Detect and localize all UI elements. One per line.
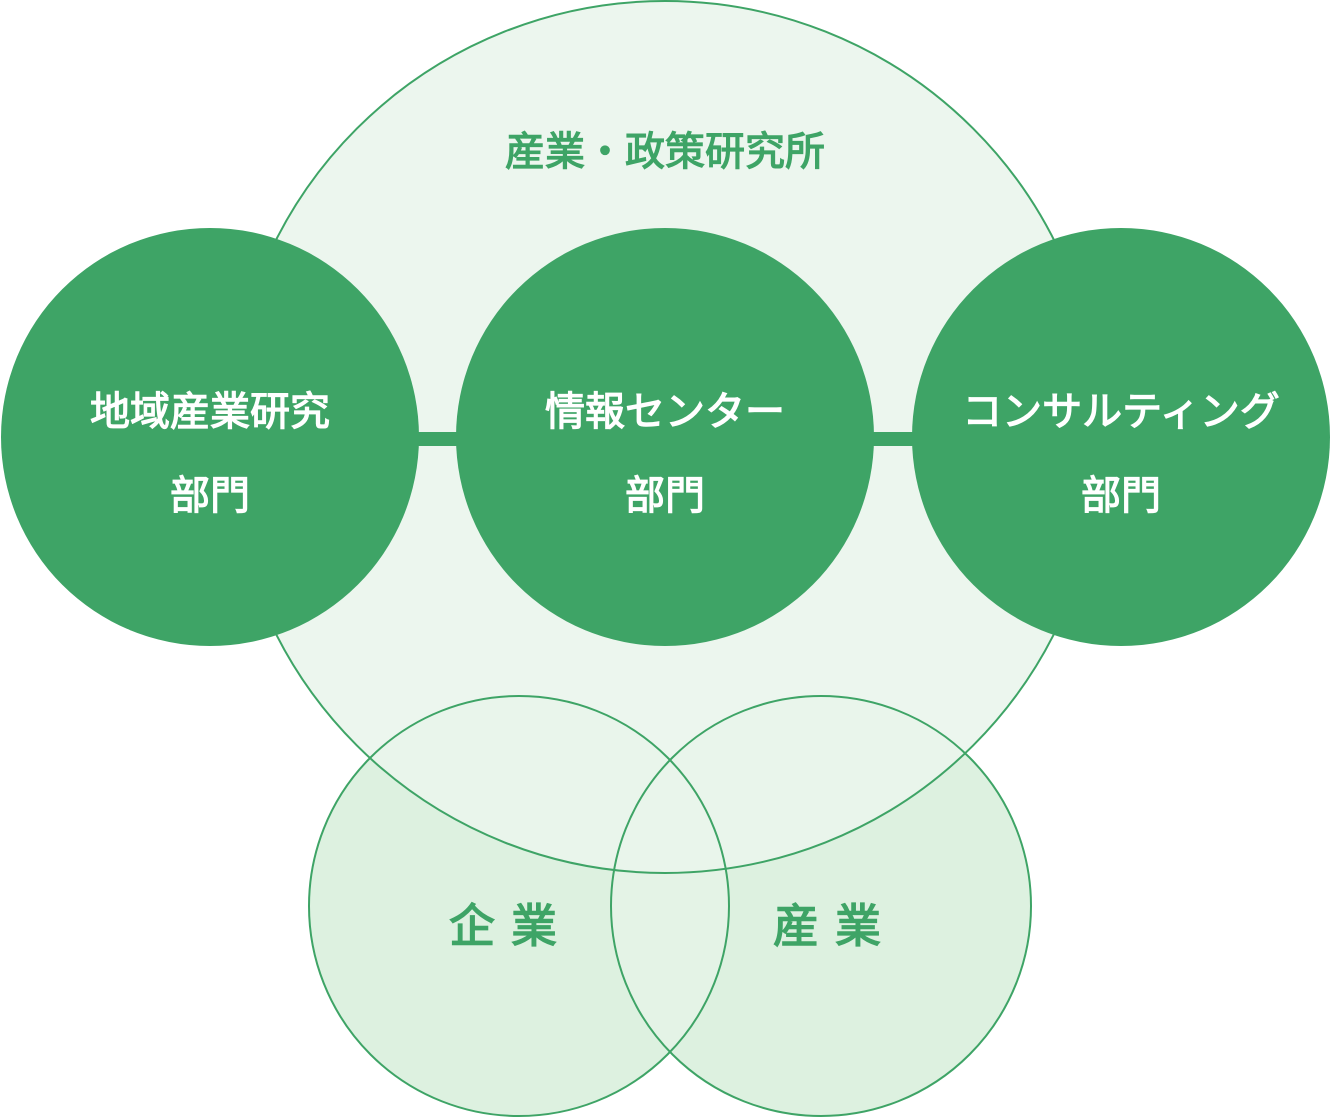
connector-left [410, 432, 466, 446]
partner-label-company: 企 業 [449, 899, 557, 953]
partner-label-industry: 産 業 [773, 899, 881, 953]
partner-outline-industry [610, 695, 1032, 1117]
department-sublabel-regional-industry: 部門 [170, 473, 250, 519]
partner-outline-company [308, 695, 730, 1117]
department-label-information-center: 情報センター [545, 389, 785, 435]
connector-right [866, 432, 922, 446]
department-label-regional-industry: 地域産業研究 [90, 389, 330, 435]
department-circle-information-center [456, 228, 874, 646]
department-circle-regional-industry [1, 228, 419, 646]
department-sublabel-consulting: 部門 [1081, 473, 1161, 519]
department-circle-consulting [912, 228, 1330, 646]
department-label-consulting: コンサルティング [962, 389, 1280, 435]
department-sublabel-information-center: 部門 [625, 473, 705, 519]
institute-title: 産業・政策研究所 [505, 129, 825, 175]
